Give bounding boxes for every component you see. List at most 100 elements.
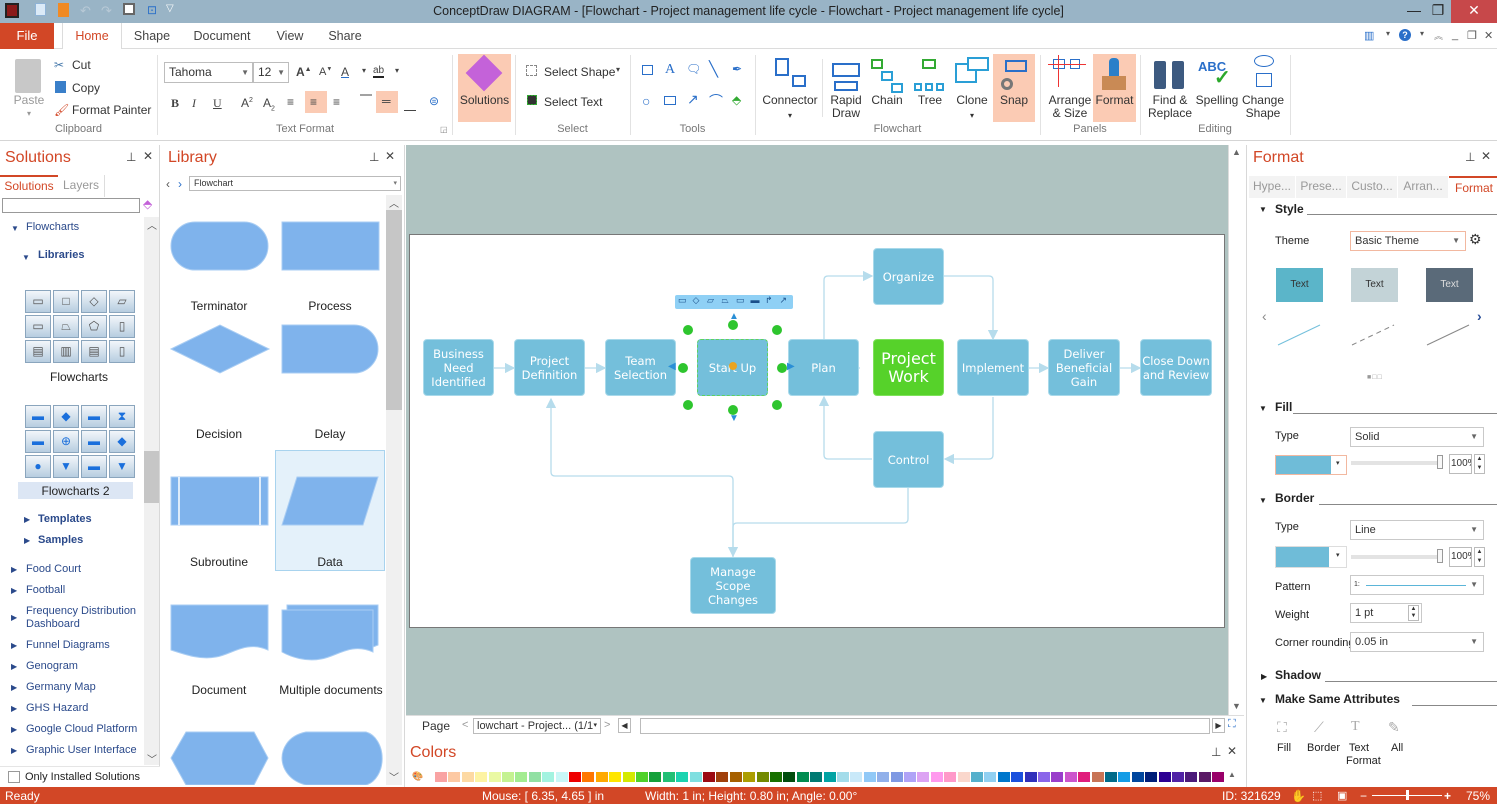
pattern-select[interactable]: 1: ▼ — [1350, 575, 1484, 595]
fill-type-select[interactable]: Solid▼ — [1350, 427, 1484, 447]
resize-handle[interactable] — [777, 362, 787, 373]
color-swatch[interactable] — [970, 771, 984, 783]
color-swatch[interactable] — [782, 771, 797, 783]
node-plan[interactable]: Plan — [788, 339, 859, 396]
theme-select[interactable]: Basic Theme▼ — [1350, 231, 1466, 251]
text-box-icon[interactable]: ⊜ — [429, 94, 440, 108]
font-family-select[interactable]: Tahoma▼ — [164, 62, 253, 83]
color-swatch[interactable] — [621, 771, 636, 783]
caret-down-icon[interactable]: ▼ — [1259, 404, 1267, 413]
caret-right-icon[interactable]: ▶ — [24, 515, 31, 524]
color-swatch[interactable] — [1184, 771, 1199, 783]
node-close-down[interactable]: Close Down and Review — [1140, 339, 1212, 396]
node-organize[interactable]: Organize — [873, 248, 944, 305]
color-swatch[interactable] — [956, 771, 971, 783]
color-swatch[interactable] — [1157, 771, 1172, 783]
color-swatch[interactable] — [474, 771, 489, 783]
scrollbar-thumb[interactable] — [144, 451, 159, 503]
color-swatch[interactable] — [581, 771, 596, 783]
chevron-down-icon[interactable]: ▾ — [1386, 29, 1391, 38]
caret-right-icon[interactable]: ▶ — [11, 725, 18, 734]
library-thumbnail-flowcharts[interactable]: ▭□◇▱▭⏢⬠▯▤▥▤▯ — [25, 290, 135, 365]
node-team-selection[interactable]: Team Selection — [605, 339, 676, 396]
tab-format[interactable]: Format — [1449, 176, 1497, 198]
weight-input[interactable]: 1 pt▲▼ — [1350, 603, 1422, 623]
color-swatch[interactable] — [527, 771, 542, 783]
solutions-button[interactable]: Solutions — [458, 54, 511, 122]
color-swatch[interactable] — [675, 771, 690, 783]
rapid-draw-left-arrow[interactable]: ◀ — [668, 361, 676, 372]
tree-item-solution[interactable]: Google Cloud Platform — [26, 723, 138, 735]
font-color-icon[interactable]: A — [341, 65, 350, 79]
caret-right-icon[interactable]: ▶ — [11, 586, 18, 595]
forward-icon[interactable]: › — [178, 177, 182, 191]
node-implement[interactable]: Implement — [957, 339, 1029, 396]
color-swatch[interactable] — [487, 771, 502, 783]
node-deliver-gain[interactable]: Deliver Beneficial Gain — [1048, 339, 1120, 396]
border-type-select[interactable]: Line▼ — [1350, 520, 1484, 540]
resize-handle[interactable] — [727, 320, 738, 330]
color-swatch[interactable] — [715, 771, 730, 783]
copy-button[interactable]: Copy — [72, 81, 101, 95]
line-style-samples[interactable] — [1272, 320, 1482, 350]
ellipse-tool-icon[interactable]: ○ — [642, 93, 651, 109]
restore-icon[interactable]: ❐ — [1431, 2, 1445, 18]
align-left-icon[interactable]: ≡ — [287, 95, 295, 109]
subscript-icon[interactable]: A2 — [263, 96, 275, 113]
tab-home[interactable]: Home — [62, 23, 122, 50]
scrollbar[interactable]: ︿ ﹀ — [386, 195, 402, 785]
caret-right-icon[interactable]: ▶ — [11, 641, 18, 650]
section-shadow[interactable]: Shadow — [1275, 668, 1322, 682]
point-edit-icon[interactable]: ⬘ — [732, 93, 742, 107]
style-sample-2[interactable]: Text — [1351, 268, 1398, 302]
drawing-page[interactable]: Business Need Identified Project Definit… — [409, 234, 1225, 628]
color-swatch[interactable] — [661, 771, 676, 783]
tree-item-solution[interactable]: GHS Hazard — [26, 702, 89, 714]
collapse-ribbon-icon[interactable]: ︽ — [1434, 31, 1444, 41]
quick-shape-icon[interactable]: ↱ — [765, 295, 773, 305]
tree-item-solution[interactable]: Funnel Diagrams — [26, 639, 110, 651]
tree-item-solution[interactable]: Food Court — [26, 563, 82, 575]
chevron-down-icon[interactable]: ▾ — [395, 66, 400, 75]
quick-shape-icon[interactable]: ▬ — [750, 295, 760, 305]
style-sample-1[interactable]: Text — [1276, 268, 1323, 302]
quick-shape-icon[interactable]: ↗ — [779, 295, 788, 305]
text-tool-icon[interactable]: A — [665, 62, 676, 77]
caret-down-icon[interactable]: ▼ — [1259, 696, 1267, 705]
snap-button[interactable]: Snap — [993, 54, 1035, 122]
hand-icon[interactable]: ✋ — [1291, 789, 1306, 803]
scroll-up-icon[interactable]: ▲ — [1228, 770, 1236, 779]
format-button[interactable]: Format — [1093, 54, 1136, 122]
arrow-tool-icon[interactable]: ↗ — [687, 91, 699, 107]
text-handle-icon[interactable] — [729, 362, 737, 370]
tab-presentation[interactable]: Prese... — [1296, 176, 1346, 198]
search-icon[interactable]: ⬘ — [143, 197, 153, 211]
resize-handle[interactable] — [683, 325, 693, 335]
print-preview-icon[interactable]: ⊡ — [147, 3, 158, 17]
quick-shape-icon[interactable]: ▭ — [678, 295, 687, 305]
customize-dropdown-icon[interactable]: ▽ — [166, 3, 174, 14]
color-swatch[interactable] — [795, 771, 810, 783]
close-icon[interactable]: ✕ — [1481, 149, 1492, 163]
fill-opacity-spinner[interactable]: ▲▼ — [1474, 454, 1485, 474]
help-icon[interactable]: ? — [1399, 29, 1411, 41]
underline-icon[interactable]: U — [213, 96, 222, 110]
tab-shape[interactable]: Shape — [133, 29, 171, 43]
caret-right-icon[interactable]: ▶ — [11, 662, 18, 671]
caret-right-icon[interactable]: ▶ — [24, 536, 31, 545]
tree-item-solution[interactable]: Football — [26, 584, 66, 596]
resize-handle[interactable] — [727, 405, 738, 415]
grow-font-icon[interactable]: A▲ — [296, 65, 312, 79]
chevron-down-icon[interactable]: ▾ — [616, 65, 621, 74]
caret-down-icon[interactable]: ▼ — [1259, 205, 1267, 214]
resize-handle[interactable] — [772, 400, 782, 410]
select-text-button[interactable]: Select Text — [544, 95, 603, 109]
fill-color-picker[interactable]: ▾ — [1275, 455, 1347, 475]
horizontal-scrollbar[interactable] — [640, 718, 1210, 734]
color-swatch[interactable] — [755, 771, 770, 783]
tree-item-solution[interactable]: Frequency Distribution Dashboard — [26, 605, 137, 630]
node-business-need[interactable]: Business Need Identified — [423, 339, 494, 396]
pin-icon[interactable]: ⊥ — [1465, 150, 1476, 164]
color-swatch[interactable] — [728, 771, 743, 783]
rectangle-tool-icon[interactable] — [642, 65, 653, 75]
